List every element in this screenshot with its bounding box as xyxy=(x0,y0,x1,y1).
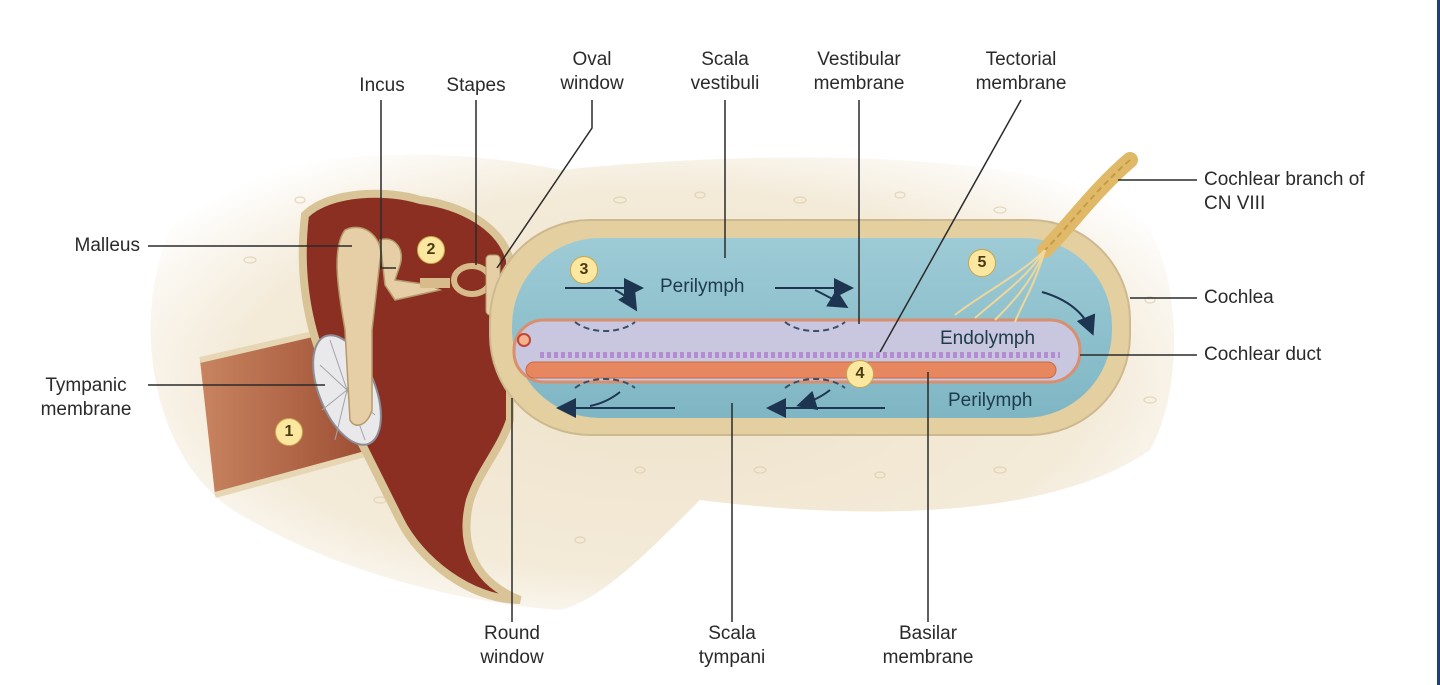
step-marker-3: 3 xyxy=(570,256,598,284)
right-edge-bar xyxy=(1437,0,1440,685)
stapes-bone xyxy=(420,254,501,316)
label-incus: Incus xyxy=(359,75,405,96)
basilar-membrane-shape xyxy=(525,361,1057,379)
perilymph-lower-label: Perilymph xyxy=(948,390,1033,411)
cochlear-nerve xyxy=(954,152,1138,323)
label-cochlea: Cochlea xyxy=(1204,287,1274,308)
perilymph-upper-label: Perilymph xyxy=(660,276,745,297)
label-cochlear-duct: Cochlear duct xyxy=(1204,344,1322,365)
endolymph-label: Endolymph xyxy=(940,328,1036,349)
step-marker-5: 5 xyxy=(968,249,996,277)
flow-arrows xyxy=(556,278,1096,418)
step-marker-2: 2 xyxy=(417,236,445,264)
step-marker-1: 1 xyxy=(275,418,303,446)
label-malleus: Malleus xyxy=(74,235,140,256)
step-marker-4: 4 xyxy=(846,360,874,388)
label-stapes: Stapes xyxy=(446,75,506,96)
malleus-bone xyxy=(336,226,382,426)
leader-lines xyxy=(148,99,1197,622)
